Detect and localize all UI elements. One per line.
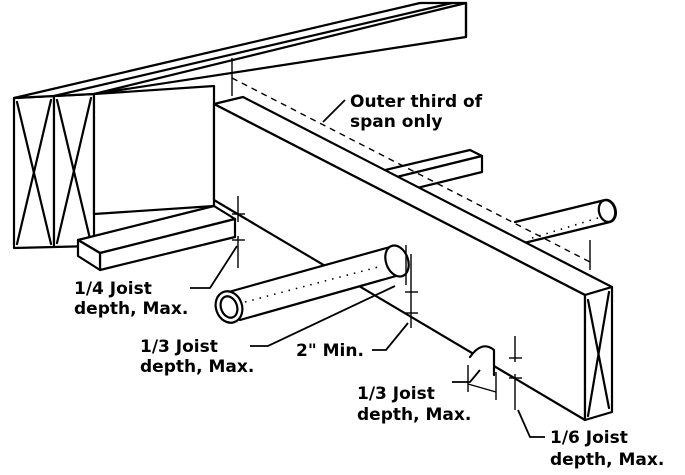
svg-text:1/4 Joist: 1/4 Joist bbox=[74, 279, 152, 299]
svg-text:2" Min.: 2" Min. bbox=[296, 341, 364, 361]
svg-text:Outer third of: Outer third of bbox=[350, 92, 483, 112]
label-quarter-depth: 1/4 Joist depth, Max. bbox=[74, 279, 188, 319]
svg-text:1/3 Joist: 1/3 Joist bbox=[357, 384, 435, 404]
label-outer-third: Outer third of span only bbox=[350, 92, 483, 132]
svg-text:span only: span only bbox=[350, 112, 442, 132]
pipe-centerlines bbox=[244, 217, 599, 303]
svg-text:1/6 Joist: 1/6 Joist bbox=[550, 428, 628, 448]
ledger-board bbox=[76, 204, 237, 272]
svg-text:depth, Max.: depth, Max. bbox=[357, 405, 471, 425]
label-third-depth-notch: 1/3 Joist depth, Max. bbox=[357, 384, 471, 425]
svg-text:depth, Max.: depth, Max. bbox=[550, 450, 664, 470]
svg-text:depth, Max.: depth, Max. bbox=[140, 357, 254, 377]
svg-text:depth, Max.: depth, Max. bbox=[74, 299, 188, 319]
svg-text:1/3 Joist: 1/3 Joist bbox=[140, 337, 218, 357]
label-sixth-depth: 1/6 Joist depth, Max. bbox=[550, 428, 664, 470]
main-joist bbox=[212, 95, 614, 422]
leader-lines bbox=[190, 99, 545, 438]
dimension-marks bbox=[231, 58, 591, 410]
rear-pipe bbox=[513, 198, 617, 246]
label-two-inch-min: 2" Min. bbox=[296, 341, 364, 361]
front-pipe bbox=[214, 244, 410, 324]
label-third-depth-hole: 1/3 Joist depth, Max. bbox=[140, 337, 254, 377]
built-up-beam bbox=[12, 1, 468, 250]
